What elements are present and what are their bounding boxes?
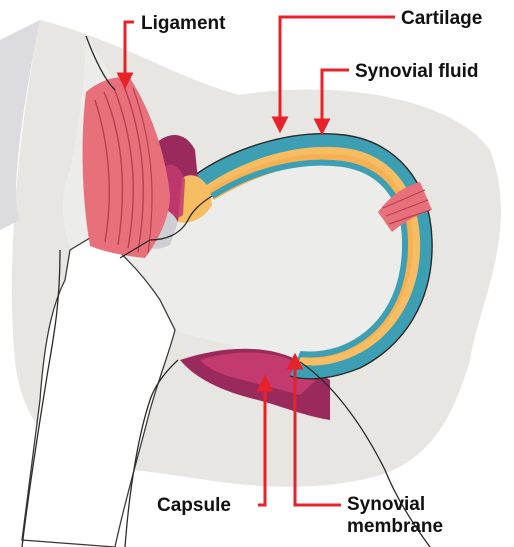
label-ligament: Ligament: [141, 13, 225, 35]
label-synovial-membrane-line1: Synovial: [347, 494, 443, 516]
label-cartilage: Cartilage: [401, 8, 482, 30]
label-synovial-fluid: Synovial fluid: [355, 61, 479, 83]
label-capsule: Capsule: [157, 495, 231, 517]
label-synovial-membrane-line2: membrane: [347, 516, 443, 538]
label-synovial-membrane: Synovial membrane: [347, 494, 443, 538]
